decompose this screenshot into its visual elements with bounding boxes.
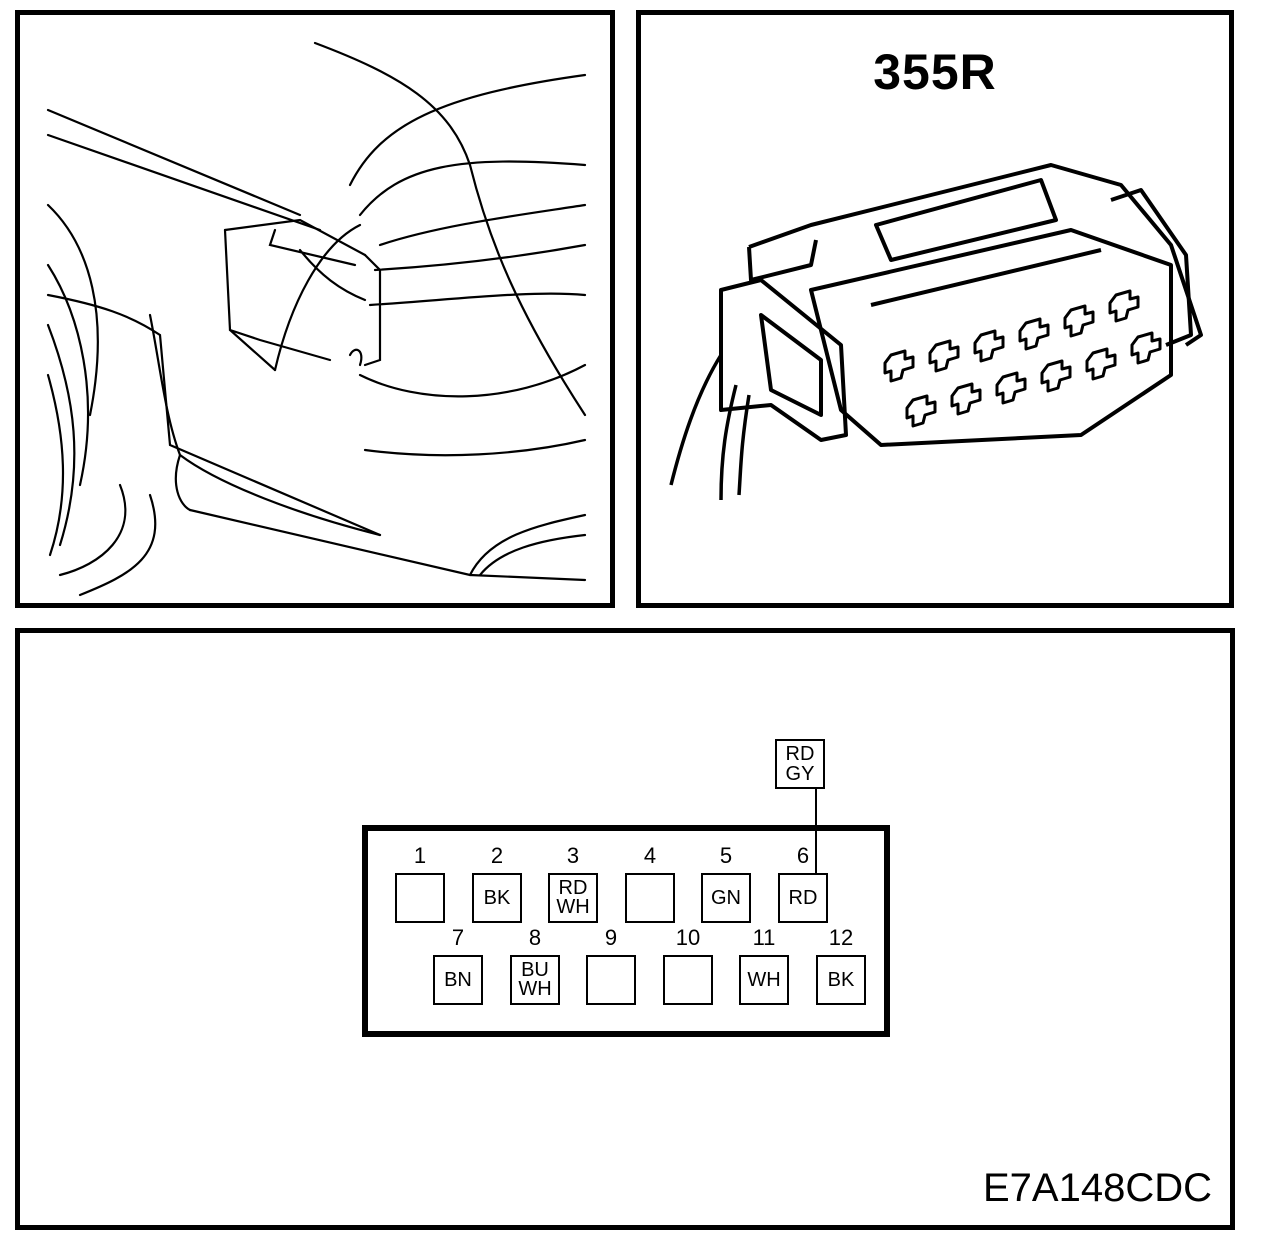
vehicle-front-illustration (46, 41, 587, 597)
figure-id: E7A148CDC (982, 1166, 1212, 1210)
pin-cavity (395, 873, 445, 923)
pin-number: 12 (828, 925, 854, 950)
pin-number: 1 (413, 843, 427, 868)
pin-number: 11 (752, 925, 776, 950)
extra-wire-tag: RD GY (775, 739, 825, 789)
pin-number: 6 (796, 843, 810, 868)
pin-wire-color: BN (444, 968, 472, 991)
pin-cavity: BK (816, 955, 866, 1005)
pin-cavity: WH (739, 955, 789, 1005)
extra-wire-leader-line (815, 789, 817, 875)
pin-cavity (586, 955, 636, 1005)
pin-cavity: GN (701, 873, 751, 923)
pin-number: 5 (719, 843, 733, 868)
pin-wire-color: RD (788, 886, 818, 909)
pin-cavity (663, 955, 713, 1005)
pin-wire-color: WH (518, 978, 552, 1000)
pin-number: 3 (566, 843, 580, 868)
pin-number: 9 (604, 925, 618, 950)
pin-cavity (625, 873, 675, 923)
pin-cavity: BN (433, 955, 483, 1005)
connector-label: 355R (873, 44, 997, 100)
extra-wire-color-1: RD (785, 743, 815, 765)
connector-housing-illustration (669, 163, 1203, 501)
pin-wire-color: RD (558, 877, 588, 899)
pin-number: 7 (451, 925, 465, 950)
pin-wire-color: BK (827, 968, 855, 991)
pin-number: 10 (675, 925, 701, 950)
pin-wire-color: WH (747, 968, 781, 991)
pin-cavity: RD (778, 873, 828, 923)
pin-number: 8 (528, 925, 542, 950)
pin-cavity: BK (472, 873, 522, 923)
pin-wire-color: GN (711, 886, 741, 909)
vehicle-location-panel (15, 10, 615, 608)
pin-wire-color: BU (521, 959, 549, 981)
pin-number: 2 (490, 843, 504, 868)
extra-wire-color-2: GY (785, 763, 815, 785)
pin-number: 4 (643, 843, 657, 868)
connector-view-panel: 355R (636, 10, 1234, 608)
connector-face-outline (362, 825, 890, 1037)
pin-wire-color: BK (483, 886, 511, 909)
pin-wire-color: WH (556, 896, 590, 918)
